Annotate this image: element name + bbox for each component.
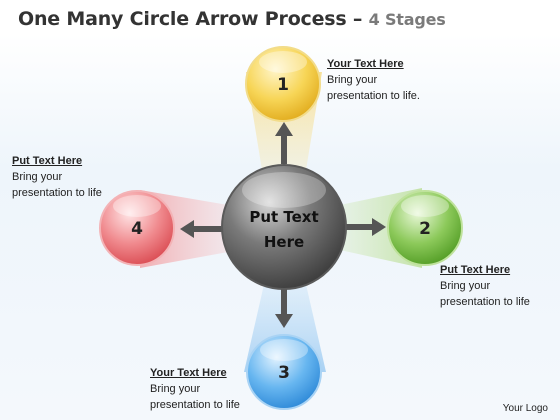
stage-3-number: 3 [278, 363, 290, 383]
arrow-right-icon [344, 218, 386, 236]
stage-4-number: 4 [131, 219, 143, 239]
stage-2-circle: 2 [387, 190, 463, 266]
note-bottom-heading: Your Text Here [150, 367, 227, 379]
arrow-up-icon [275, 122, 293, 164]
logo-text: Your Logo [502, 403, 548, 414]
note-left-heading: Put Text Here [12, 155, 83, 167]
stage-3-circle: 3 [246, 334, 322, 410]
note-right-line1: Bring your [440, 280, 491, 292]
center-line-1: Put Text [249, 208, 318, 226]
stage-1-circle: 1 [245, 46, 321, 122]
title-main: One Many Circle Arrow Process – [18, 8, 369, 30]
center-circle: Put Text Here [221, 164, 347, 290]
note-top-right: Your Text Here Bring your presentation t… [327, 56, 420, 104]
note-right-heading: Put Text Here [440, 264, 511, 276]
slide-title: One Many Circle Arrow Process – 4 Stages [18, 8, 446, 30]
note-right-line2: presentation to life [440, 296, 530, 308]
stage-2-number: 2 [419, 219, 431, 239]
center-line-2: Here [264, 233, 304, 251]
note-bottom-line1: Bring your [150, 383, 201, 395]
note-left: Put Text Here Bring your presentation to… [12, 153, 102, 201]
arrow-down-icon [275, 288, 293, 328]
stage-1-number: 1 [277, 75, 289, 95]
note-left-line2: presentation to life [12, 187, 102, 199]
note-left-line1: Bring your [12, 171, 63, 183]
stage-4-circle: 4 [99, 190, 175, 266]
arrow-left-icon [180, 220, 222, 238]
note-bottom: Your Text Here Bring your presentation t… [150, 365, 240, 413]
note-bottom-line2: presentation to life [150, 399, 240, 411]
note-right: Put Text Here Bring your presentation to… [440, 262, 530, 310]
title-stages: 4 Stages [368, 10, 446, 29]
note-top-right-line1: Bring your [327, 74, 378, 86]
note-top-right-line2: presentation to life. [327, 90, 420, 102]
note-top-right-heading: Your Text Here [327, 58, 404, 70]
